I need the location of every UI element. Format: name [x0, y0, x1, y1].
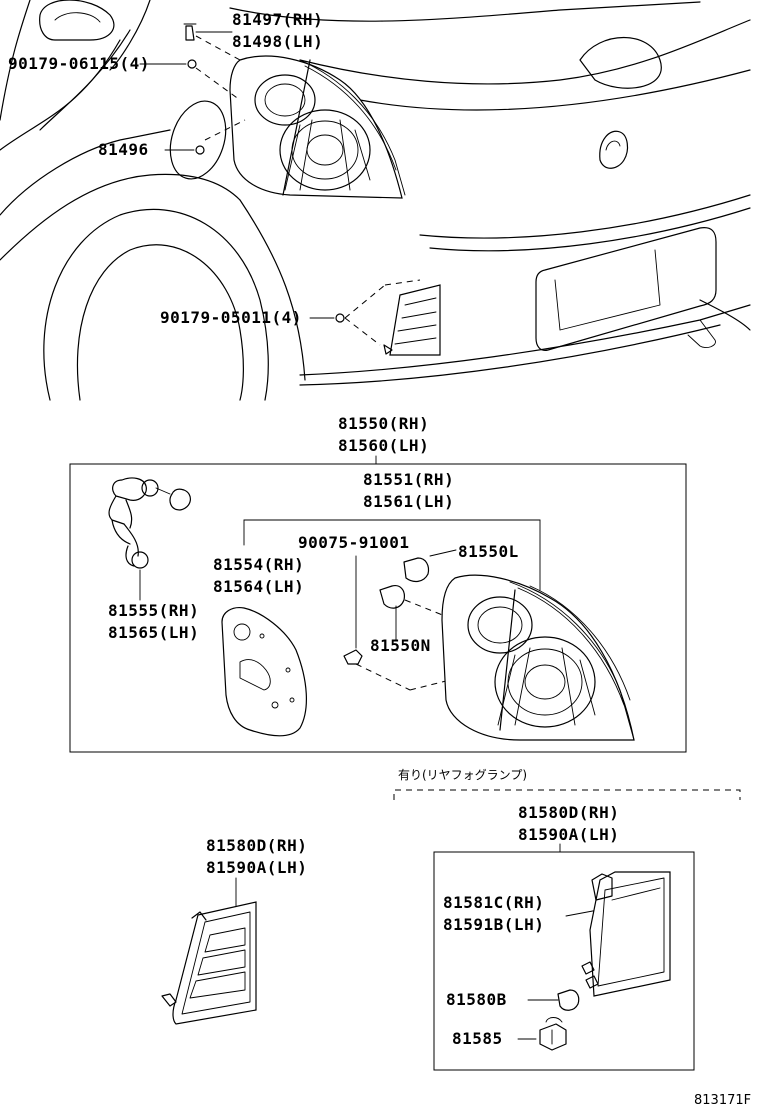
label-81590A-right: 81590A(LH): [518, 825, 619, 844]
label-90179-06115: 90179-06115(4): [8, 54, 150, 73]
diagram-code: 813171F: [694, 1093, 751, 1108]
screw-90075: [343, 555, 363, 665]
label-81590A-left: 81590A(LH): [206, 858, 307, 877]
fog-lamp-note: 有り(リヤフォグランプ): [398, 768, 527, 782]
label-81580D-left: 81580D(RH): [206, 836, 307, 855]
label-81561: 81561(LH): [363, 492, 454, 511]
clip-81497: [183, 23, 241, 61]
fog-lamp-81581C: [581, 871, 671, 997]
tail-lamp-assembly-81551: [441, 574, 635, 741]
label-81551: 81551(RH): [363, 470, 454, 489]
label-81585: 81585: [452, 1029, 503, 1048]
nut-90179-06115: [139, 59, 241, 101]
socket-wire-81555: [108, 477, 191, 601]
gasket-81554: [221, 607, 307, 737]
assembly-box-fog-lamp: [433, 851, 695, 1071]
label-81581C: 81581C(RH): [443, 893, 544, 912]
tail-lamp-on-car: [229, 55, 406, 199]
label-81554: 81554(RH): [213, 555, 304, 574]
socket-81585: [539, 1017, 567, 1051]
bulb-81550N: [379, 585, 405, 641]
car-body-illustration: [0, 0, 751, 401]
label-81550N: 81550N: [370, 636, 431, 655]
label-81550: 81550(RH): [338, 414, 429, 433]
label-81560: 81560(LH): [338, 436, 429, 455]
label-81498: 81498(LH): [232, 32, 323, 51]
label-81580D-right: 81580D(RH): [518, 803, 619, 822]
assembly-box-81550: [69, 463, 687, 753]
label-81565: 81565(LH): [108, 623, 199, 642]
label-81555: 81555(RH): [108, 601, 199, 620]
label-81580B: 81580B: [446, 990, 507, 1009]
reflector-81580D-left: [161, 901, 257, 1025]
label-90075-91001: 90075-91001: [298, 533, 409, 552]
label-81591B: 81591B(LH): [443, 915, 544, 934]
plug-81496: [164, 119, 246, 155]
bulb-81550L: [403, 549, 457, 583]
label-90179-05011: 90179-05011(4): [160, 308, 302, 327]
label-81497: 81497(RH): [232, 10, 323, 29]
label-81564: 81564(LH): [213, 577, 304, 596]
label-81550L: 81550L: [458, 542, 519, 561]
rear-reflector-on-car: [309, 279, 441, 356]
bulb-81580B: [557, 989, 580, 1011]
label-81496: 81496: [98, 140, 149, 159]
